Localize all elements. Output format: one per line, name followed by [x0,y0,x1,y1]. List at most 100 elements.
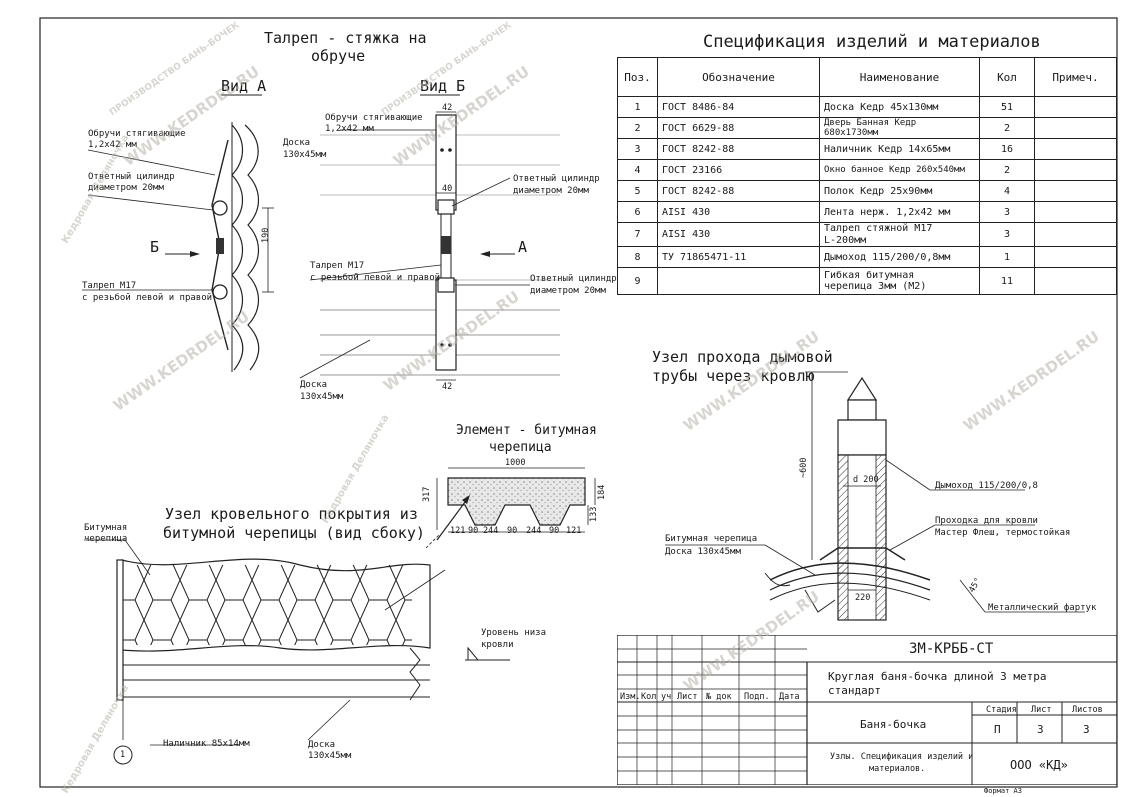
table-row: 8 ТУ 71865471-11 Дымоход 115/200/0,8мм 1 [617,246,1117,268]
label-level: Уровень низа [481,628,547,638]
label-dymohod: Дымоход 115/200/0,8 [935,481,1038,491]
view-a-drawing [82,94,274,372]
dim-90-a: 90 [468,526,479,536]
row-note [1034,159,1117,181]
label-obruchi-a-size: 1,2x42 мм [88,140,137,150]
label-obruchi-b-size: 1,2x42 мм [325,124,374,134]
stamp-col-podp: Подп. [744,692,770,702]
stamp-company: ООО «КД» [1010,758,1068,772]
dim-d200: d 200 [853,475,879,485]
col-qty: Кол [979,57,1035,97]
row-code: ТУ 71865471-11 [657,246,820,268]
row-qty: 3 [979,201,1035,223]
stamp-subtitle: Узлы. Спецификация изделий и [830,752,974,762]
row-note [1034,96,1117,118]
label-cyl2-b-d: диаметром 20мм [530,286,606,296]
dim-133: 133 [589,506,599,522]
row-name-line1: Талреп стяжной М17 [824,223,933,234]
label-cherep-chimney: Битумная черепица [665,534,758,544]
label-doska2-b-size: 130x45мм [300,392,344,402]
table-row: 4 ГОСТ 23166 Окно банное Кедр 260х540мм … [617,159,1117,181]
label-doska-chimney: Доска 130х45мм [665,547,741,557]
row-pos: 6 [617,201,658,223]
table-row: 3 ГОСТ 8242-88 Наличник Кедр 14х65мм 16 [617,138,1117,160]
row-code: ГОСТ 6629-88 [657,117,820,139]
roof-node-title-line2: битумной черепицы (вид сбоку) [163,524,425,542]
arrow-a-label: А [518,238,528,256]
label-obruchi-a: Обручи стягивающие [88,129,186,139]
talrep-title-line2: обруче [311,47,366,65]
dim-220: 220 [855,593,871,603]
row-pos: 2 [617,117,658,139]
spec-header-row: Поз. Обозначение Наименование Кол Примеч… [617,57,1117,97]
row-qty: 3 [979,222,1035,247]
roof-node-drawing [84,539,510,765]
label-doska-b-size: 130x45мм [283,150,327,160]
view-b-drawing [299,94,560,381]
row-note [1034,117,1117,139]
dim-90-c: 90 [549,526,560,536]
view-b-label: Вид Б [420,77,466,95]
label-prohodka2: Мастер Флеш, термостойкая [935,528,1071,538]
label-cyl-a: Ответный цилиндр [88,172,175,182]
label-prohodka: Проходка для кровли [935,516,1038,526]
stamp-subtitle-line2: материалов. [869,764,926,774]
title-block [617,635,1117,785]
stamp-list: 3 [1037,723,1044,736]
dim-40: 40 [442,184,453,194]
sheet-frame [39,17,1118,788]
row-name: Дымоход 115/200/0,8мм [819,246,980,268]
table-row: 6 AISI 430 Лента нерж. 1,2х42 мм 3 [617,201,1117,223]
dim-600: ~600 [799,457,809,478]
row-qty: 51 [979,96,1035,118]
row-code: ГОСТ 23166 [657,159,820,181]
label-talrep-a2: с резьбой левой и правой [82,293,213,303]
table-row: 2 ГОСТ 6629-88 Дверь Банная Кедр 680х173… [617,117,1117,139]
dim-121-b: 121 [566,526,582,536]
stamp-name: Баня-бочка [860,718,927,731]
table-row: 5 ГОСТ 8242-88 Полок Кедр 25х90мм 4 [617,180,1117,202]
stamp-col-ndoc: № док [706,692,732,702]
spec-table: Поз. Обозначение Наименование Кол Примеч… [617,57,1117,295]
stamp-list-header: Лист [1031,705,1052,715]
dim-317: 317 [422,486,432,502]
row-note [1034,246,1117,268]
label-doska-roof: Доска [308,740,336,750]
label-cyl-b: Ответный цилиндр [513,174,600,184]
label-talrep-b: Талреп М17 [310,261,365,271]
stamp-desc: Круглая баня-бочка длиной 3 метра [828,670,1047,683]
row-name: Окно банное Кедр 260х540мм [819,159,980,181]
row-qty: 1 [979,246,1035,268]
stamp-col-kol: Кол [641,692,657,702]
row-code: AISI 430 [657,222,820,247]
stamp-listov-header: Листов [1072,705,1103,715]
row-name: Лента нерж. 1,2х42 мм [819,201,980,223]
row-qty: 2 [979,117,1035,139]
row-name-line2: черепица 3мм (М2) [824,281,927,292]
label-doska2-b: Доска [300,380,328,390]
row-qty: 2 [979,159,1035,181]
row-code: ГОСТ 8486-84 [657,96,820,118]
dim-184: 184 [597,484,607,500]
row-qty: 4 [979,180,1035,202]
spec-title: Спецификация изделий и материалов [703,32,1041,52]
stamp-col-list: Лист [677,692,698,702]
row-pos: 8 [617,246,658,268]
shingle-element-drawing [425,467,596,549]
row-qty: 16 [979,138,1035,160]
col-name: Наименование [819,57,980,97]
arrow-b-label: Б [150,238,160,256]
label-level2: кровли [481,640,514,650]
row-pos: 1 [617,96,658,118]
row-qty: 11 [979,267,1035,295]
stamp-stadia: П [994,723,1001,736]
row-note [1034,267,1117,295]
row-pos: 9 [617,267,658,295]
row-code: AISI 430 [657,201,820,223]
stamp-desc-line2: стандарт [828,684,881,697]
row-note [1034,222,1117,247]
